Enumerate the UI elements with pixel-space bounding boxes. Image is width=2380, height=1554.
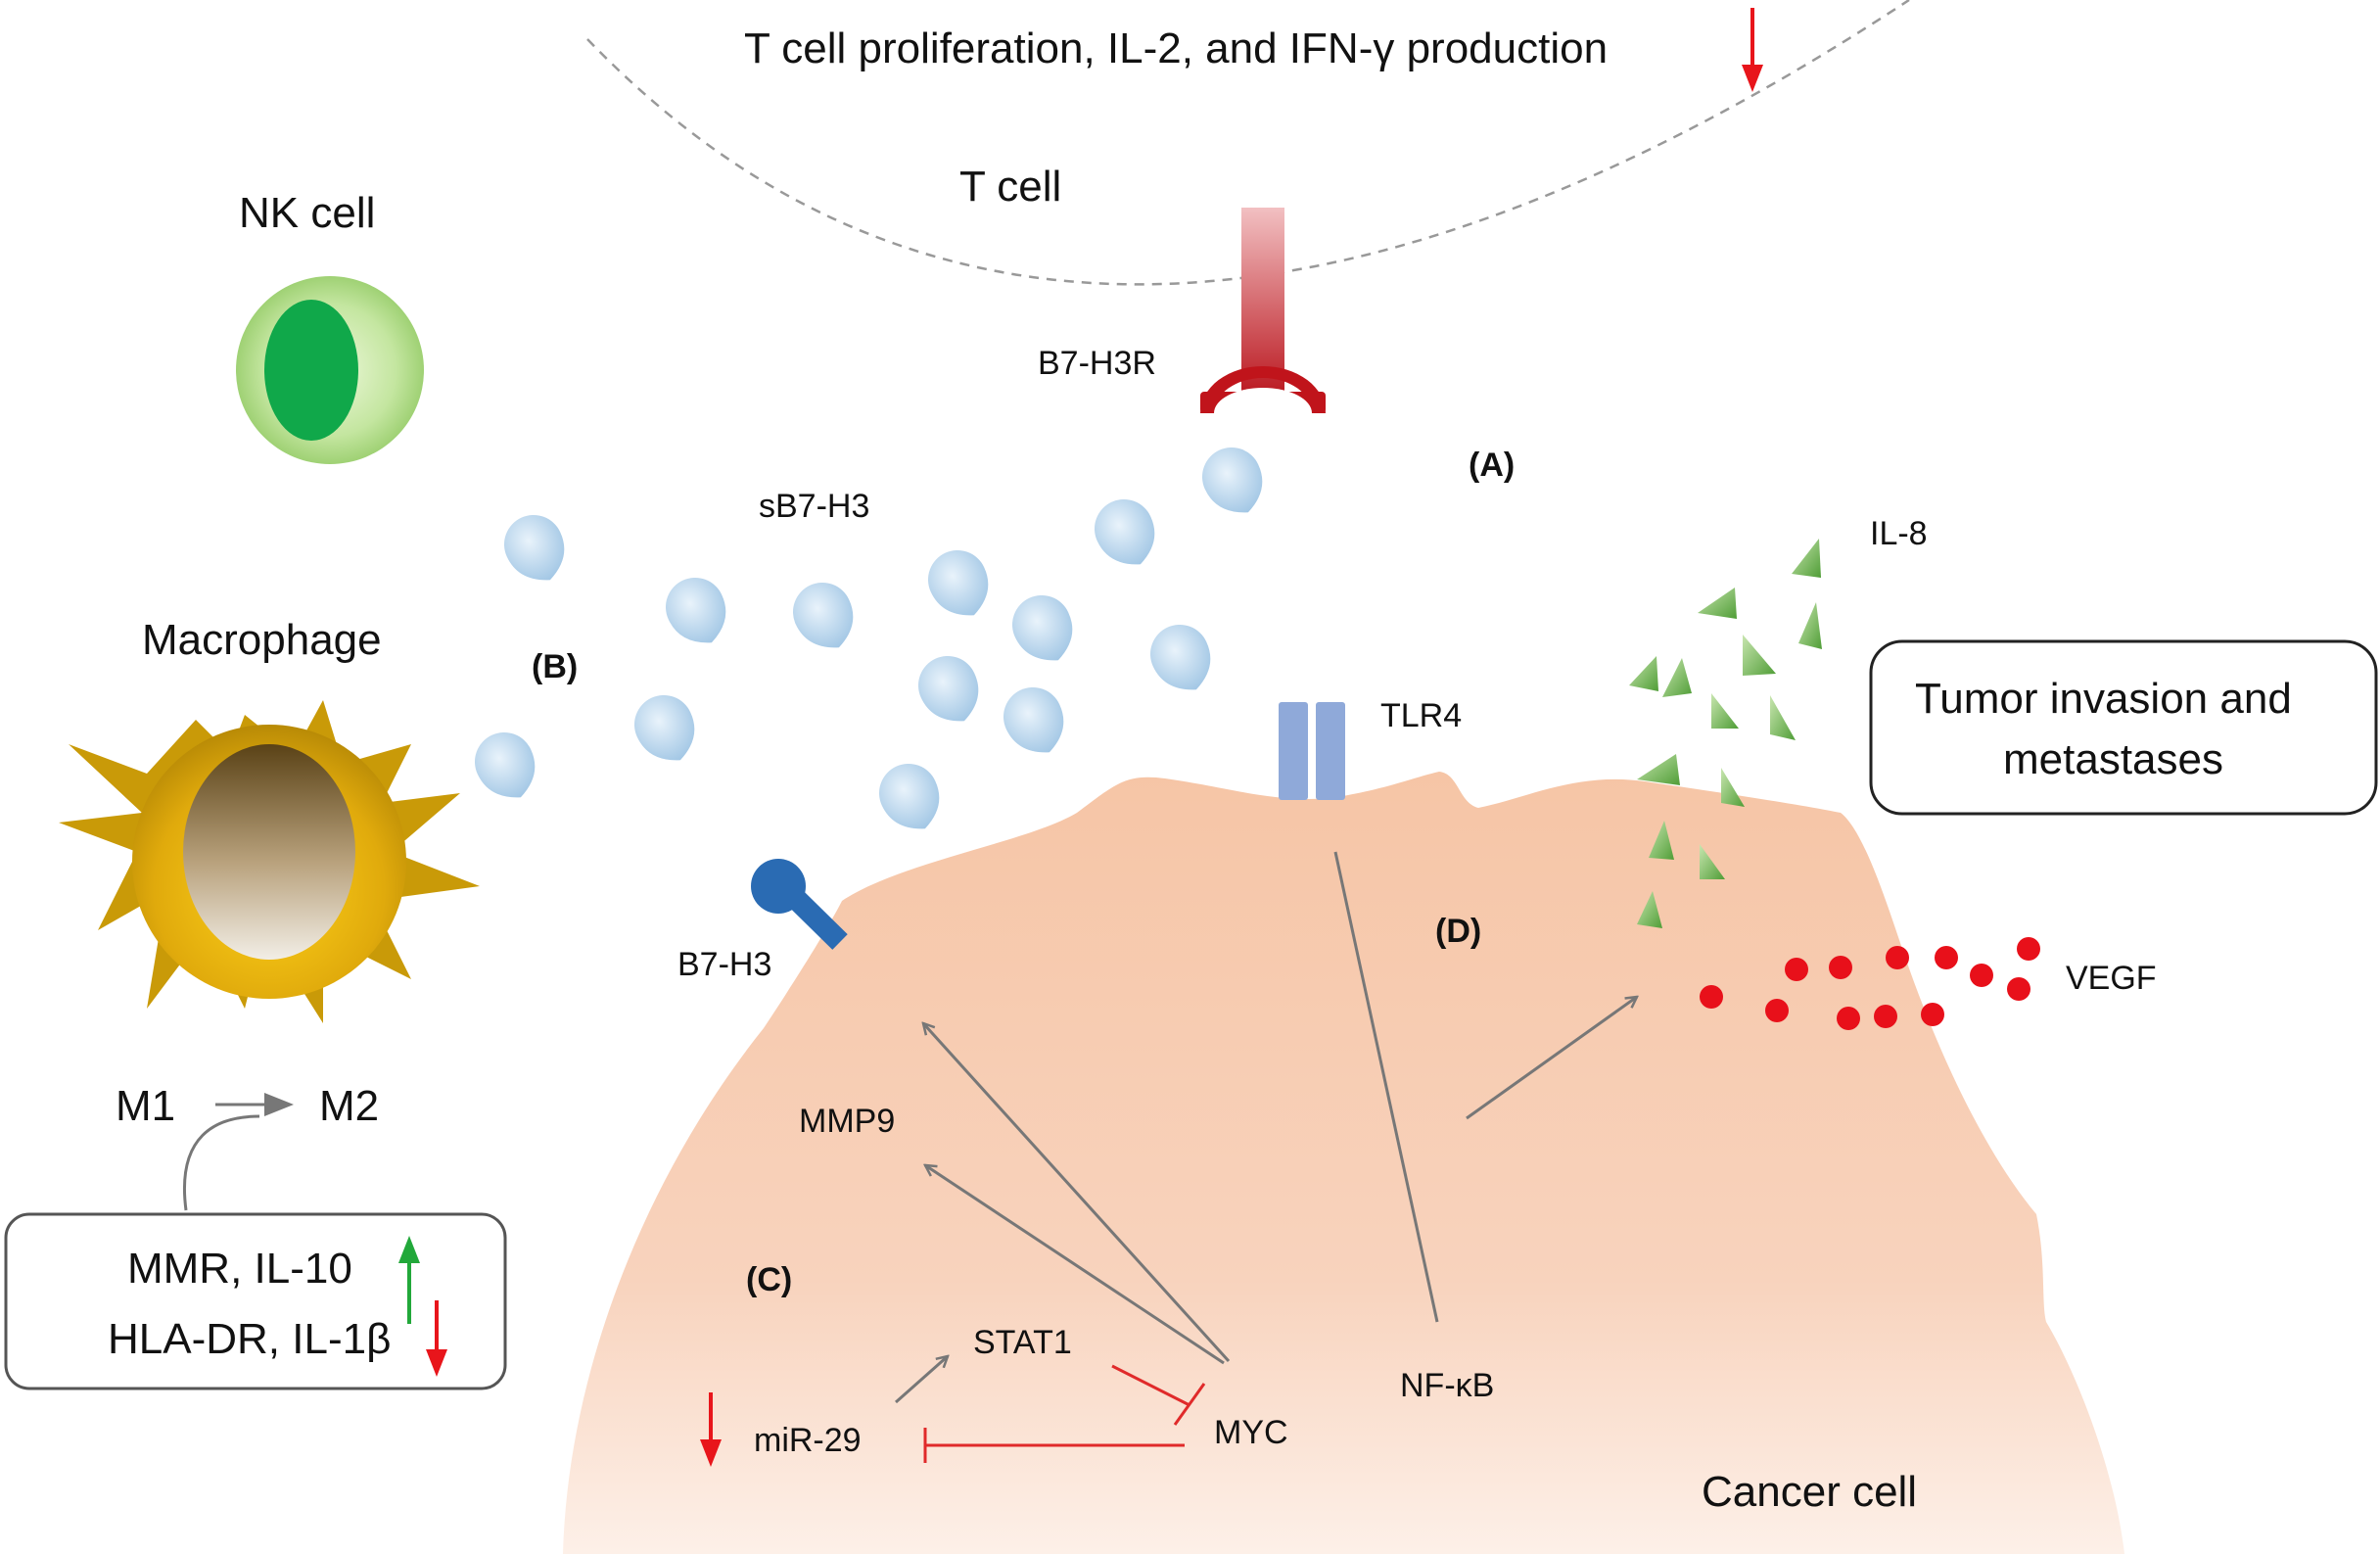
sb7h3-drop (475, 732, 536, 798)
m1-label: M1 (116, 1082, 175, 1130)
panel-d-label: (D) (1435, 913, 1481, 950)
sb7h3-drop (1150, 625, 1211, 690)
sb7h3-drop (666, 578, 726, 643)
m2-label: M2 (319, 1082, 379, 1130)
sb7h3-drop (928, 550, 989, 616)
vegf-dot (1785, 958, 1808, 981)
tumor-line1: Tumor invasion and (1915, 675, 2292, 723)
inhibition-lines (923, 1364, 1206, 1463)
tlr4-label: TLR4 (1380, 697, 1462, 734)
il8-mark (1798, 602, 1822, 649)
il8-mark (1698, 588, 1737, 619)
myc-to-b7h3-arrow (923, 1023, 1231, 1363)
down-arrow-icon (426, 1300, 447, 1377)
il8-label: IL-8 (1870, 515, 1928, 552)
b7h3r-receptor (1200, 208, 1326, 439)
vegf-dot (1829, 956, 1852, 979)
sb7h3-drop (634, 695, 695, 761)
vegf-dot (1935, 946, 1958, 969)
macrophage-label: Macrophage (142, 616, 382, 664)
vegf-dot (2017, 937, 2040, 961)
il8-mark (1649, 821, 1674, 860)
nfkb-label: NF-κB (1400, 1367, 1494, 1404)
panel-c-label: (C) (746, 1261, 792, 1298)
macrophage-cell (59, 700, 480, 1023)
nk-cell (236, 276, 424, 464)
sb7h3-drop (793, 583, 854, 648)
il8-molecules (1629, 539, 1822, 928)
il8-mark (1629, 656, 1658, 691)
nfkb-to-vegf-arrow (1466, 997, 1637, 1120)
sb7h3-drop (1095, 499, 1155, 565)
il8-mark (1700, 844, 1725, 879)
vegf-dot (1700, 985, 1723, 1009)
vegf-dot (1970, 964, 1993, 987)
stat1-arrow (895, 1356, 948, 1404)
il8-mark (1743, 635, 1776, 676)
down-arrow-icon (700, 1392, 722, 1467)
il8-mark (1721, 768, 1745, 807)
sb7h3-drop (504, 515, 565, 581)
vegf-molecules (1700, 937, 2040, 1030)
vegf-dot (1765, 999, 1789, 1022)
vegf-dot (1921, 1003, 1944, 1026)
panel-b-label: (B) (532, 648, 578, 685)
t-cell-effect-label: T cell proliferation, IL-2, and IFN-γ pr… (744, 24, 1608, 72)
b7h3-label: B7-H3 (677, 946, 771, 983)
down-arrow-icon (1742, 8, 1763, 92)
tlr4-receptor (1279, 702, 1345, 800)
up-arrow-icon (398, 1236, 420, 1324)
macro-down-label: HLA-DR, IL-1β (108, 1315, 391, 1363)
sb7h3-molecules (475, 447, 1263, 829)
vegf-dot (2007, 977, 2030, 1001)
sb7h3-drop (879, 764, 940, 829)
il8-mark (1770, 695, 1796, 740)
t-cell-membrane (586, 0, 1910, 286)
myc-to-mmp9-arrow (925, 1165, 1225, 1365)
sb7h3-drop (1202, 447, 1263, 513)
nfkb-line (1333, 851, 1439, 1323)
m1-to-m2-arrow (183, 1093, 294, 1211)
il8-mark (1662, 658, 1692, 697)
b7h3r-label: B7-H3R (1038, 345, 1156, 382)
t-cell-label: T cell (959, 163, 1061, 211)
il8-mark (1711, 693, 1739, 729)
mmp9-label: MMP9 (799, 1103, 895, 1140)
sb7h3-drop (918, 656, 979, 722)
mir29-label: miR-29 (754, 1422, 862, 1459)
myc-label: MYC (1214, 1414, 1288, 1451)
tumor-line2: metastases (2003, 735, 2223, 783)
b7h3-protein (751, 859, 848, 950)
cancer-cell-body (563, 772, 2124, 1554)
stat1-label: STAT1 (973, 1324, 1072, 1361)
macro-up-label: MMR, IL-10 (127, 1245, 352, 1293)
il8-mark (1637, 891, 1662, 928)
sb7h3-label: sB7-H3 (759, 488, 869, 525)
il8-mark (1792, 539, 1821, 578)
vegf-dot (1886, 946, 1909, 969)
sb7h3-drop (1012, 595, 1073, 661)
pathway-arrows (895, 851, 1637, 1404)
tumor-invasion-box (1869, 639, 2378, 816)
cancer-cell-label: Cancer cell (1702, 1468, 1917, 1516)
sb7h3-drop (1003, 687, 1064, 753)
panel-a-label: (A) (1469, 447, 1515, 484)
nk-cell-label: NK cell (239, 189, 375, 237)
vegf-dot (1874, 1005, 1897, 1028)
macrophage-marker-box (4, 1212, 507, 1390)
vegf-label: VEGF (2066, 960, 2157, 997)
vegf-dot (1837, 1007, 1860, 1030)
il8-mark (1637, 754, 1680, 785)
